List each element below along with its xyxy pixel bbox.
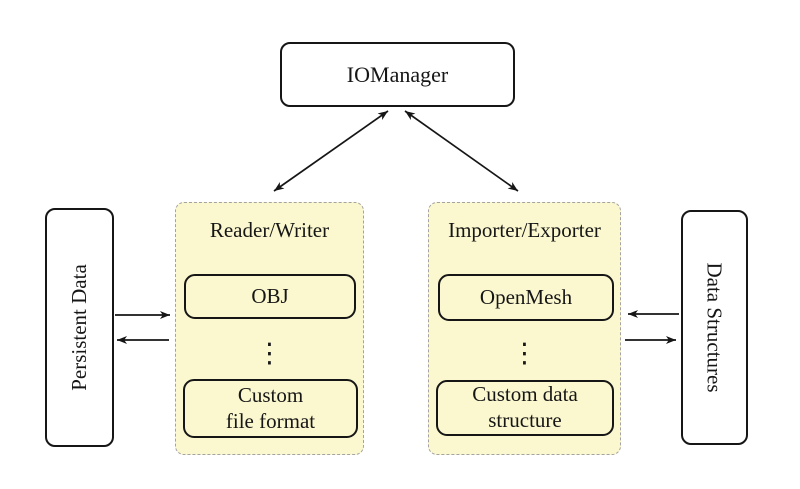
importer-exporter-title: Importer/Exporter <box>448 218 601 242</box>
custom-file-format-box: Custom file format <box>183 379 358 438</box>
reader-writer-group: Reader/Writer OBJ ⋮ Custom file format <box>175 202 364 455</box>
reader-writer-title: Reader/Writer <box>209 218 330 242</box>
data-structures-box: Data Structures <box>681 210 748 445</box>
custom-data-structure-box: Custom data structure <box>436 380 614 436</box>
importer-exporter-group: Importer/Exporter OpenMesh ⋮ Custom data… <box>428 202 621 455</box>
persistent-data-label: Persistent Data <box>67 264 91 391</box>
custom-data-structure-label: Custom data structure <box>472 382 578 432</box>
iomanager-box: IOManager <box>280 42 515 107</box>
vertical-ellipsis: ⋮ <box>511 337 538 369</box>
arrow-iomanager-importerexporter <box>404 110 519 192</box>
vertical-ellipsis: ⋮ <box>256 337 283 369</box>
obj-label: OBJ <box>251 283 289 308</box>
obj-box: OBJ <box>184 274 356 319</box>
iomanager-label: IOManager <box>346 61 449 87</box>
data-structures-label: Data Structures <box>703 262 728 393</box>
openmesh-box: OpenMesh <box>438 274 614 321</box>
arrow-iomanager-readerwriter <box>273 110 389 192</box>
persistent-data-box: Persistent Data <box>45 208 114 447</box>
custom-file-format-label: Custom file format <box>225 382 316 433</box>
openmesh-label: OpenMesh <box>479 284 573 309</box>
